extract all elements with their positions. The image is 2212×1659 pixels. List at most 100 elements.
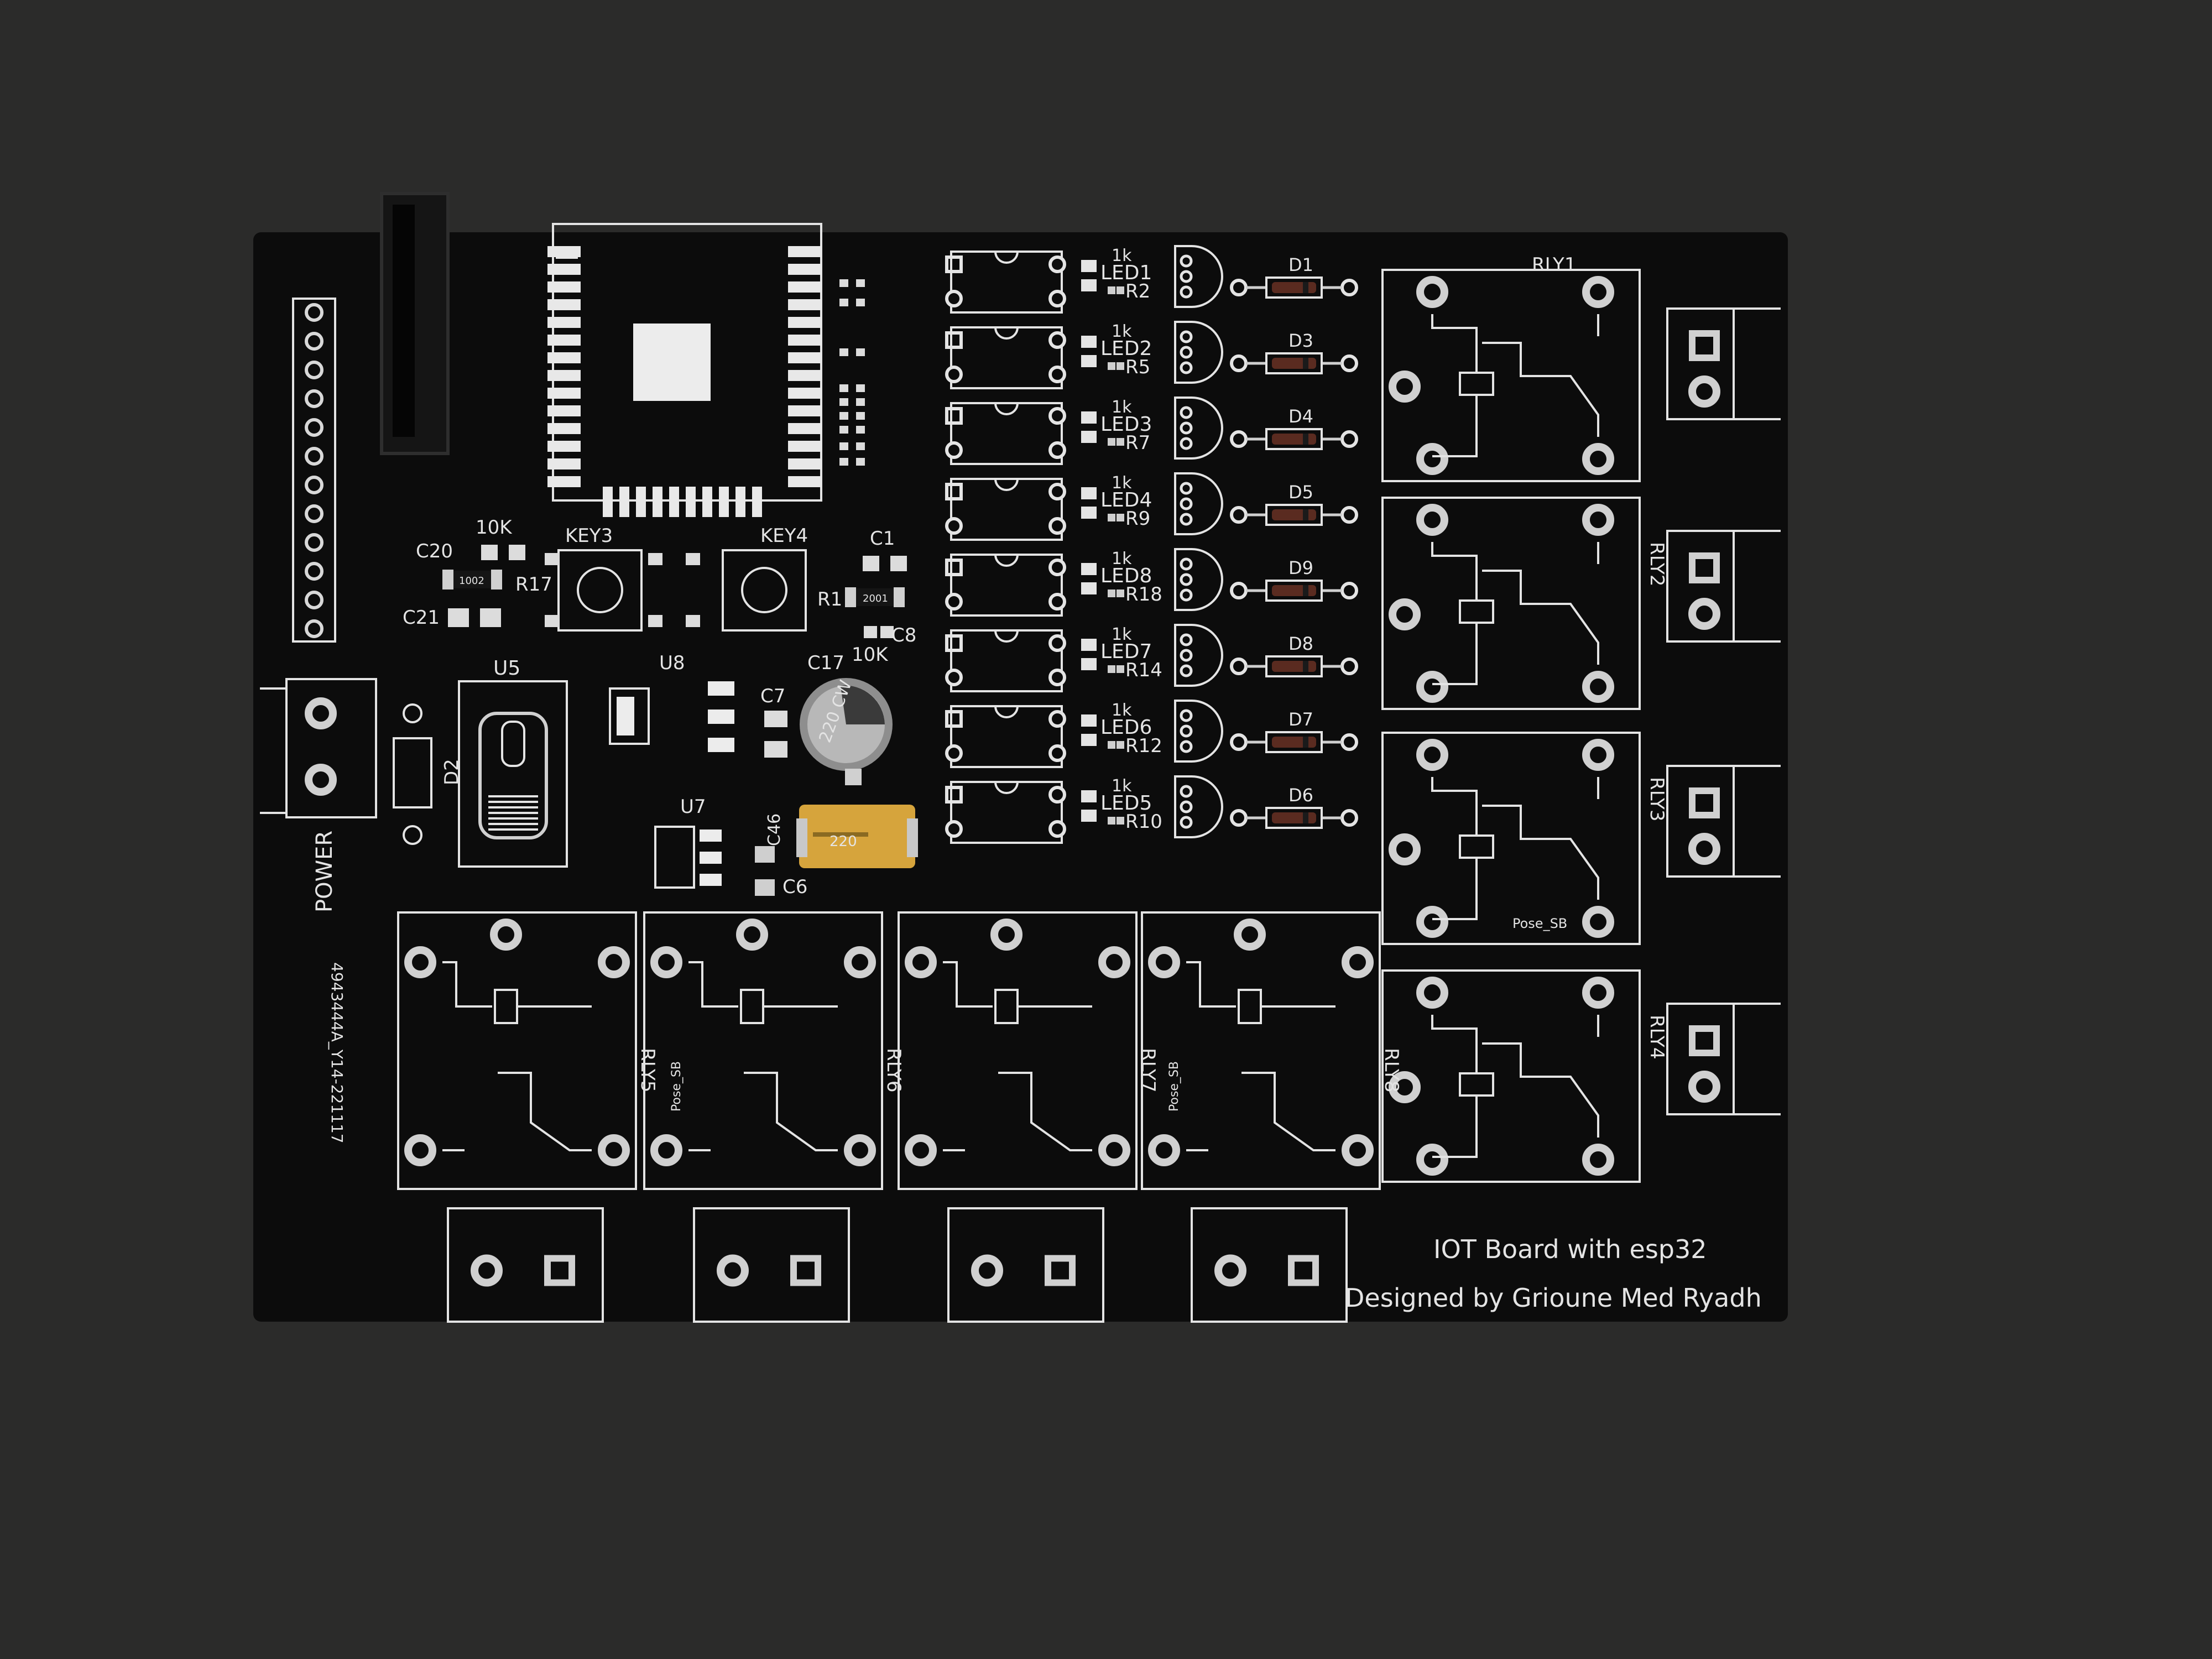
diode-label: D9 (1288, 557, 1313, 578)
relay (397, 911, 637, 1190)
screw-terminal (1191, 1207, 1348, 1323)
relay-label: RLY2 (1646, 542, 1668, 586)
relay-stamp: Pose_SB (1512, 916, 1567, 931)
r1-resistor (845, 587, 905, 607)
board-credit: Designed by Grioune Med Ryadh (1345, 1283, 1762, 1313)
relay-label: RLY3 (1646, 777, 1668, 821)
c7-pad-2 (764, 741, 787, 758)
r1-label: R1 (817, 588, 842, 611)
diode-label: D6 (1288, 785, 1313, 806)
c20-pad-2 (509, 545, 525, 560)
led-label: LED3 (1100, 413, 1152, 436)
c20-label: C20 (416, 540, 453, 562)
u5-label: U5 (493, 657, 520, 680)
resistor-value-label: 1k (1112, 549, 1132, 568)
relay (643, 911, 883, 1190)
female-header (380, 192, 450, 455)
resistor-label: R18 (1125, 583, 1162, 606)
resistor-label: R2 (1125, 280, 1150, 302)
tantalum-capacitor (796, 805, 918, 868)
relay-label: RLY1 (1532, 254, 1576, 276)
resistor-value-label: 1k (1112, 322, 1132, 341)
c8-pad (864, 626, 877, 638)
c1-pad-2 (890, 556, 907, 571)
key4-label: KEY4 (760, 525, 808, 547)
r17-value-label: 10K (476, 517, 513, 539)
screw-terminal (447, 1207, 604, 1323)
relay-label: RLY4 (1646, 1015, 1668, 1059)
r17-resistor (442, 570, 502, 589)
c8-pad-2 (880, 626, 894, 638)
order-code: 4943444A_Y14-221117 (328, 962, 346, 1144)
relay (1141, 911, 1381, 1190)
diode-label: D5 (1288, 482, 1313, 503)
diode-label: D8 (1288, 633, 1313, 654)
screw-terminal (1666, 765, 1735, 878)
c6-label: C6 (782, 876, 807, 898)
led-label: LED1 (1100, 262, 1152, 284)
diode-label: D4 (1288, 406, 1313, 427)
led-label: LED7 (1100, 640, 1152, 663)
c7-pad (764, 711, 787, 727)
relay (1381, 269, 1641, 482)
key3-switch (545, 549, 662, 632)
c1-label: C1 (870, 528, 895, 550)
u7-label: U7 (680, 796, 706, 818)
c1-pad (863, 556, 879, 571)
relay-label: RLY5 (637, 1048, 659, 1092)
u5-module (458, 680, 568, 868)
resistor-label: R12 (1125, 735, 1162, 757)
relay-stamp: Pose_SB (1167, 1061, 1181, 1112)
resistor-value-label: 1k (1112, 246, 1132, 265)
u8-regulator (609, 681, 734, 752)
r17-label: R17 (515, 573, 552, 596)
resistor-label: R7 (1125, 432, 1150, 454)
c7-label: C7 (760, 685, 785, 707)
relay (898, 911, 1138, 1190)
pin-header-left (292, 298, 336, 643)
resistor-label: R14 (1125, 659, 1162, 681)
resistor-label: R10 (1125, 811, 1162, 833)
c17-electrolytic-capacitor (800, 678, 893, 785)
c21-label: C21 (403, 607, 440, 629)
u8-label: U8 (659, 652, 685, 674)
r1-marking: 2001 (863, 593, 888, 604)
relay-label: RLY6 (883, 1048, 905, 1092)
screw-terminal (1666, 530, 1735, 643)
tantalum-marking: 220 (830, 833, 857, 850)
board-title: IOT Board with esp32 (1433, 1234, 1707, 1264)
c17-label: C17 (807, 652, 844, 674)
relay-stamp: Pose_SB (670, 1061, 684, 1112)
r1-value-label: 10K (852, 644, 889, 666)
screw-terminal (693, 1207, 850, 1323)
c46-pad (755, 846, 775, 863)
c46-label: C46 (765, 813, 784, 846)
header-pins (305, 303, 324, 638)
led-label: LED8 (1100, 565, 1152, 587)
led-label: LED5 (1100, 792, 1152, 815)
relay-label: RLY8 (1380, 1048, 1402, 1092)
relay (1381, 969, 1641, 1183)
power-terminal (260, 678, 377, 818)
c6-pad (755, 879, 775, 896)
screw-terminal (1666, 1003, 1735, 1115)
d2-label: D2 (441, 759, 463, 785)
c8-label: C8 (891, 624, 916, 646)
screw-terminal (1666, 307, 1735, 420)
relay (1381, 732, 1641, 945)
diode-label: D3 (1288, 330, 1313, 351)
key3-label: KEY3 (565, 525, 613, 547)
esp32-pads (547, 246, 865, 517)
c20-pad (481, 545, 498, 560)
c21-pad (448, 608, 469, 627)
power-label: POWER (312, 831, 337, 912)
resistor-label: R9 (1125, 508, 1150, 530)
